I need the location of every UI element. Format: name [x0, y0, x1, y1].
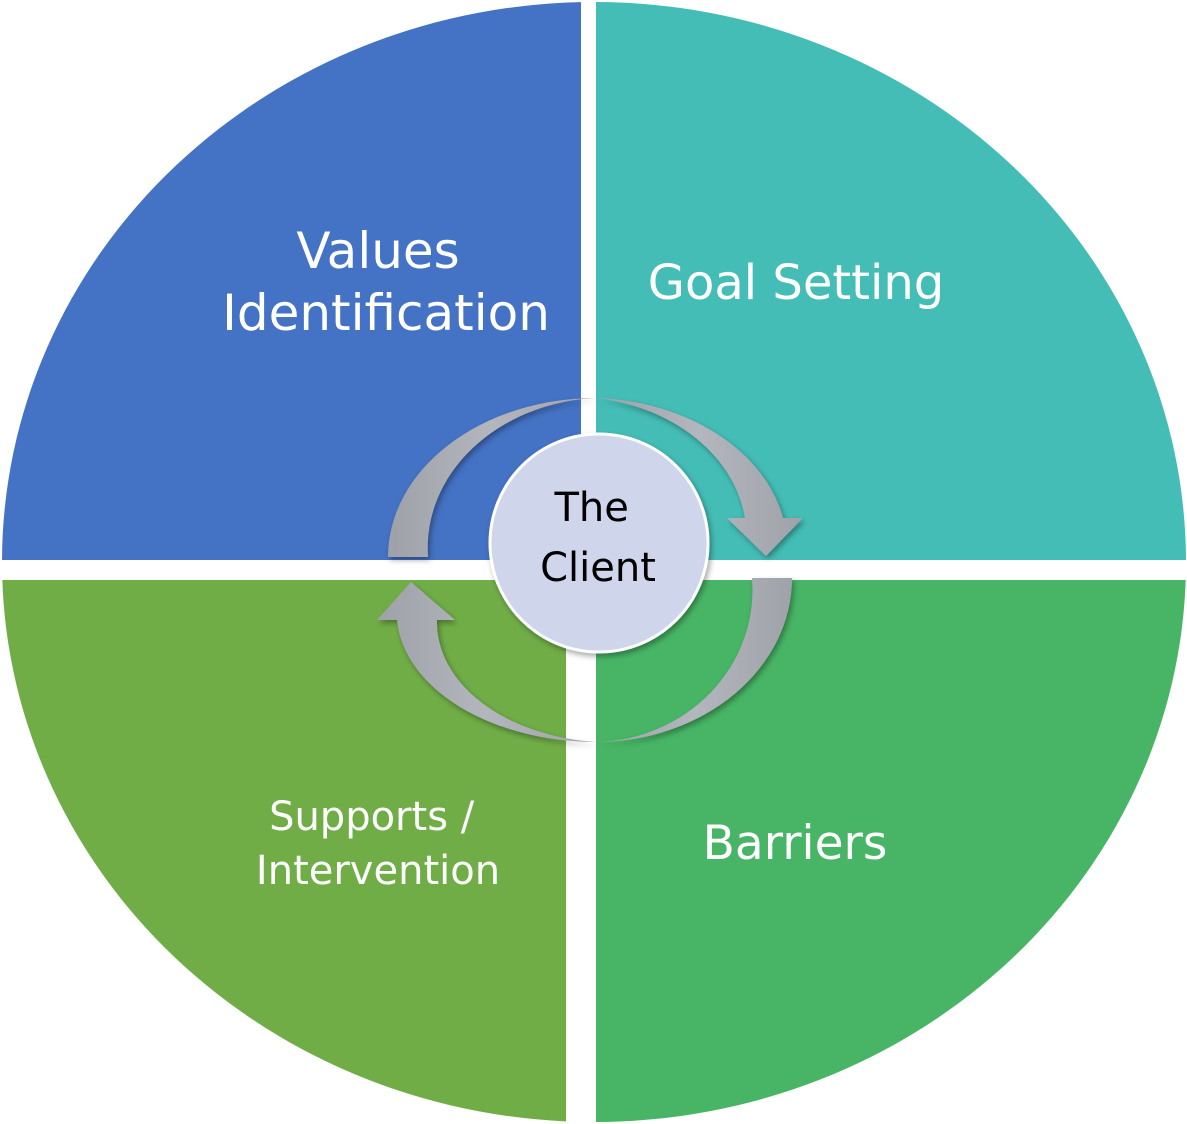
quadrant-label-goal-setting: Goal Setting [648, 255, 944, 311]
quadrant-values-identification [2, 2, 581, 560]
center-node: The Client [488, 432, 710, 654]
cycle-arrow-segment-bottom-right [596, 578, 792, 742]
quadrant-barriers [596, 580, 1186, 1122]
cycle-arrow-top-right [596, 398, 803, 556]
cycle-arrow-bottom-left [377, 582, 596, 742]
quadrant-label-supports: Supports / Intervention [256, 794, 500, 894]
cycle-arrow-segment-top-left [388, 398, 596, 557]
quadrant-label-values: Values Identification [222, 222, 550, 342]
center-label: The Client [540, 485, 656, 591]
quadrant-label-barriers: Barriers [703, 816, 888, 871]
